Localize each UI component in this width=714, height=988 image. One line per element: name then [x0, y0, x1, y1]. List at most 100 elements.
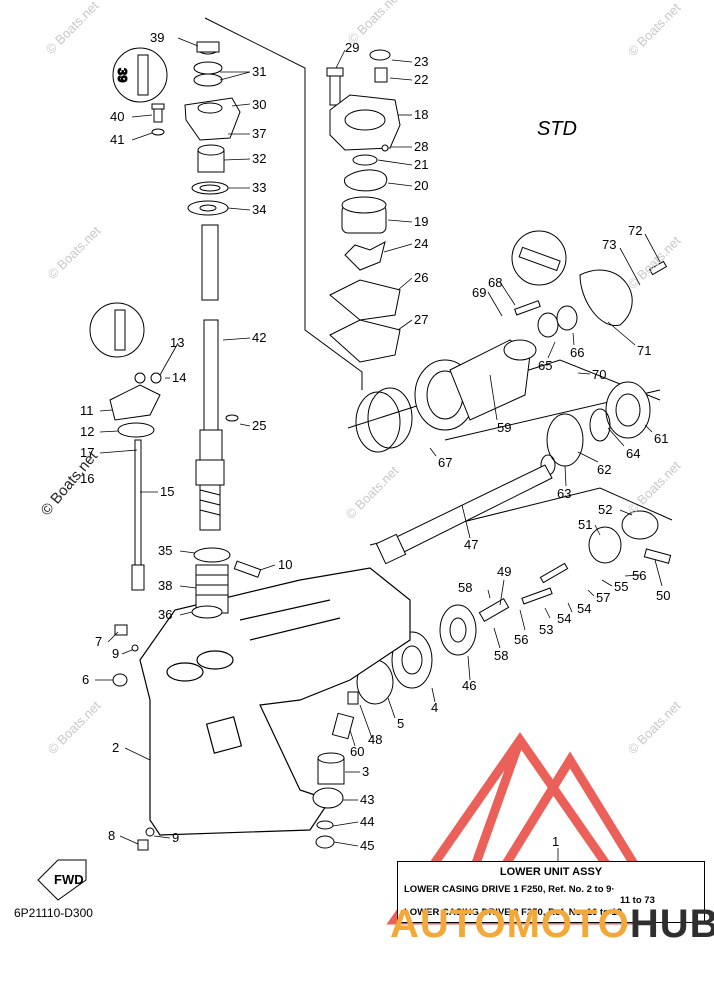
part-label-28: 28 — [414, 139, 428, 154]
brand-logo: AUTOMOTOHUB — [390, 902, 714, 947]
part-label-66: 66 — [570, 345, 584, 360]
title-box: LOWER UNIT ASSY LOWER CASING DRIVE 1 F25… — [397, 861, 705, 923]
fwd-label: FWD — [54, 872, 84, 887]
part-label-62: 62 — [597, 462, 611, 477]
water-pump-group — [326, 49, 401, 363]
part-label-13: 13 — [170, 335, 184, 350]
part-label-44: 44 — [360, 814, 374, 829]
part-label-35: 35 — [158, 543, 172, 558]
part-number-labels: 39 31 30 40 37 41 32 33 34 42 25 29 23 2… — [80, 30, 670, 853]
part-label-33: 33 — [252, 180, 266, 195]
part-label-6: 6 — [82, 672, 89, 687]
part-label-55: 55 — [614, 579, 628, 594]
part-label-59: 59 — [497, 420, 511, 435]
part-label-54a: 54 — [577, 601, 591, 616]
part-label-9a: 9 — [112, 646, 119, 661]
part-label-71: 71 — [637, 343, 651, 358]
part-label-73: 73 — [602, 237, 616, 252]
part-label-22: 22 — [414, 72, 428, 87]
part-label-15: 15 — [160, 484, 174, 499]
part-label-58b: 58 — [494, 648, 508, 663]
part-label-31: 31 — [252, 64, 266, 79]
part-label-56a: 56 — [632, 568, 646, 583]
title-row-1-continued: 11 to 73 — [620, 895, 655, 906]
part-label-67: 67 — [438, 455, 452, 470]
part-label-8: 8 — [108, 828, 115, 843]
part-label-19: 19 — [414, 214, 428, 229]
part-label-18: 18 — [414, 107, 428, 122]
part-label-16: 16 — [80, 471, 94, 486]
part-label-29: 29 — [345, 40, 359, 55]
part-label-53: 53 — [539, 622, 553, 637]
part-label-1: 1 — [552, 834, 559, 849]
part-label-54b: 54 — [557, 611, 571, 626]
part-label-32: 32 — [252, 151, 266, 166]
part-label-24: 24 — [414, 236, 428, 251]
part-label-56b: 56 — [514, 632, 528, 647]
propeller-shaft-housing — [355, 260, 668, 476]
part-label-63: 63 — [557, 486, 571, 501]
diagram-code: 6P21110-D300 — [14, 906, 93, 920]
part-label-3: 3 — [362, 764, 369, 779]
part-label-57: 57 — [596, 590, 610, 605]
part-label-36: 36 — [158, 607, 172, 622]
part-label-12: 12 — [80, 424, 94, 439]
part-label-49: 49 — [497, 564, 511, 579]
part-label-7: 7 — [95, 634, 102, 649]
part-label-11: 11 — [80, 403, 94, 418]
part-label-51: 51 — [578, 517, 592, 532]
part-label-30: 30 — [252, 97, 266, 112]
part-label-4: 4 — [431, 700, 438, 715]
part-label-64: 64 — [626, 446, 640, 461]
brand-part-2: MOTO — [506, 902, 630, 946]
part-label-17: 17 — [80, 445, 94, 460]
sealant-icon-circle-1: 39 — [112, 47, 168, 103]
svg-text:39: 39 — [115, 68, 130, 82]
part-label-26: 26 — [414, 270, 428, 285]
propeller-shaft — [375, 464, 553, 565]
brand-part-1: AUTO — [390, 902, 507, 946]
part-label-52: 52 — [598, 502, 612, 517]
part-label-39: 39 — [150, 30, 164, 45]
part-label-5: 5 — [397, 716, 404, 731]
part-label-58a: 58 — [458, 580, 472, 595]
part-label-45: 45 — [360, 838, 374, 853]
part-label-65: 65 — [538, 358, 552, 373]
part-label-47: 47 — [464, 537, 478, 552]
part-label-37: 37 — [252, 126, 266, 141]
part-label-42: 42 — [252, 330, 266, 345]
fwd-arrow — [37, 859, 87, 901]
sealant-icon-circle-2 — [89, 302, 145, 358]
lower-casing — [139, 567, 411, 836]
part-label-2: 2 — [112, 740, 119, 755]
title-row-1: LOWER CASING DRIVE 1 F250, Ref. No. 2 to… — [404, 884, 615, 895]
part-label-25: 25 — [252, 418, 266, 433]
part-label-60: 60 — [350, 744, 364, 759]
part-label-38: 38 — [158, 578, 172, 593]
sealant-icon-circle-3 — [511, 230, 567, 286]
part-label-40: 40 — [110, 109, 124, 124]
part-label-27: 27 — [414, 312, 428, 327]
part-label-70: 70 — [592, 367, 606, 382]
title-row-2: LOWER CASING DRIVE 2 F250, Ref. No. 16 t… — [404, 907, 623, 918]
part-label-20: 20 — [414, 178, 428, 193]
upper-bearing-stack — [184, 41, 241, 216]
part-label-41: 41 — [110, 132, 124, 147]
part-label-46: 46 — [462, 678, 476, 693]
part-label-68: 68 — [488, 275, 502, 290]
part-label-61: 61 — [654, 431, 668, 446]
part-label-69: 69 — [472, 285, 486, 300]
part-label-21: 21 — [414, 157, 428, 172]
part-label-72: 72 — [628, 223, 642, 238]
part-label-50: 50 — [656, 588, 670, 603]
part-label-43: 43 — [360, 792, 374, 807]
brand-part-3: HUB — [629, 902, 714, 946]
title-heading: LOWER UNIT ASSY — [499, 866, 603, 878]
part-label-14: 14 — [172, 370, 186, 385]
part-label-48: 48 — [368, 732, 382, 747]
part-label-23: 23 — [414, 54, 428, 69]
part-label-9b: 9 — [172, 830, 179, 845]
part-label-34: 34 — [252, 202, 266, 217]
